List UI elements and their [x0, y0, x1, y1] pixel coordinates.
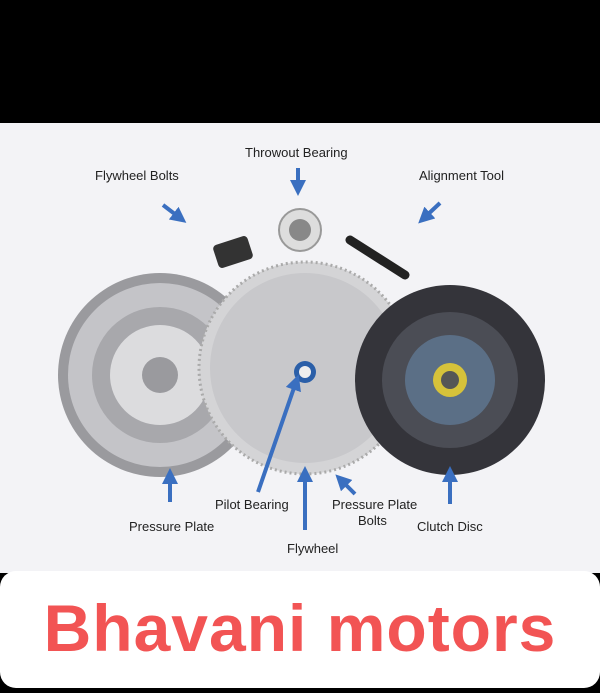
clutch-disc-part: [355, 285, 545, 475]
label-clutch-disc: Clutch Disc: [417, 519, 483, 534]
label-flywheel: Flywheel: [287, 541, 339, 556]
label-pilot-bearing: Pilot Bearing: [215, 497, 289, 512]
throwout-bearing-part: [278, 208, 322, 252]
brand-banner: [0, 571, 600, 688]
label-pressure-plate-bolts-2: Bolts: [358, 513, 387, 528]
arrow-pressure-plate-bolts: [335, 474, 357, 496]
arrow-flywheel-bolts: [161, 203, 187, 223]
brand-title: Bhavani motors: [43, 591, 557, 665]
label-pressure-plate: Pressure Plate: [129, 519, 215, 534]
label-throwout-bearing: Throwout Bearing: [245, 145, 348, 160]
arrow-pilot-bearing: [256, 374, 301, 493]
arrow-alignment-tool: [418, 201, 442, 224]
label-flywheel-bolts: Flywheel Bolts: [95, 168, 179, 183]
alignment-tool-part: [345, 235, 410, 280]
label-alignment-tool: Alignment Tool: [419, 168, 505, 183]
pointer-arrows: [161, 168, 458, 530]
label-pressure-plate-bolts-1: Pressure Plate: [332, 497, 418, 512]
flywheel-bolts-part: [213, 236, 253, 268]
